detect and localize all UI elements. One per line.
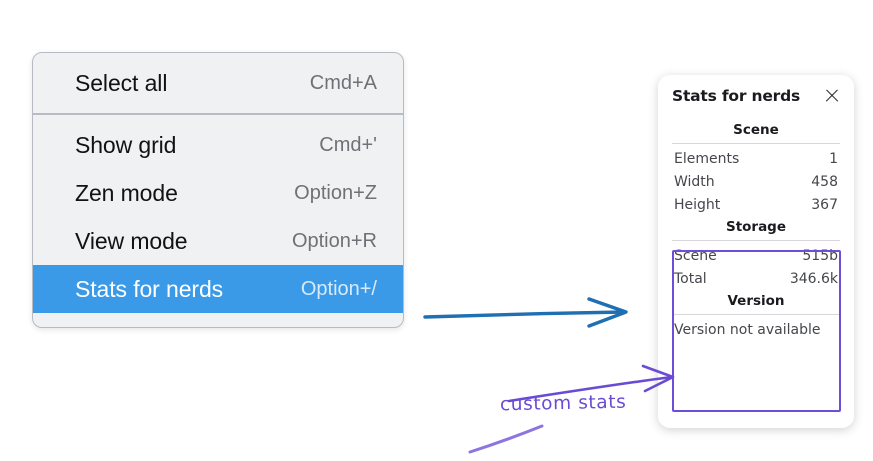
section-heading: Version bbox=[727, 293, 785, 309]
stat-key: Elements bbox=[674, 150, 740, 167]
menu-item-shortcut: Option+/ bbox=[300, 277, 377, 300]
menu-item-label: View mode bbox=[75, 227, 188, 254]
stat-value: 458 bbox=[811, 173, 838, 190]
menu-item-shortcut: Option+Z bbox=[294, 181, 377, 204]
blue-arrow bbox=[423, 297, 628, 328]
stat-value: 515b bbox=[802, 247, 838, 264]
stats-section-storage: Storage Scene 515b Total 346.6k bbox=[672, 216, 840, 290]
section-heading: Scene bbox=[733, 122, 779, 138]
stat-key: Height bbox=[674, 196, 721, 213]
stat-row: Total 346.6k bbox=[672, 267, 840, 290]
menu-item-zen-mode[interactable]: Zen mode Option+Z bbox=[33, 169, 403, 217]
stat-value: 346.6k bbox=[789, 270, 838, 287]
stat-row: Height 367 bbox=[672, 193, 840, 216]
section-divider bbox=[672, 240, 840, 241]
section-divider bbox=[672, 143, 840, 144]
context-menu[interactable]: Select all Cmd+A Show grid Cmd+' Zen mod… bbox=[32, 52, 404, 328]
close-icon[interactable] bbox=[824, 88, 840, 104]
menu-item-stats-for-nerds[interactable]: Stats for nerds Option+/ bbox=[33, 265, 403, 313]
menu-item-label: Stats for nerds bbox=[75, 275, 224, 302]
menu-group-1: Select all Cmd+A bbox=[33, 53, 403, 113]
section-heading: Storage bbox=[725, 219, 787, 235]
stat-value: 367 bbox=[811, 196, 838, 213]
stats-section-version: Version Version not available bbox=[672, 290, 840, 342]
stat-key: Total bbox=[674, 270, 707, 287]
menu-item-label: Select all bbox=[75, 69, 168, 96]
version-value: Version not available bbox=[674, 322, 821, 338]
stats-panel[interactable]: Stats for nerds Scene Elements 1 Width 4… bbox=[658, 75, 854, 428]
stat-value: 1 bbox=[829, 150, 838, 167]
menu-item-view-mode[interactable]: View mode Option+R bbox=[33, 217, 403, 265]
menu-item-label: Zen mode bbox=[75, 179, 178, 206]
stat-key: Width bbox=[674, 173, 715, 190]
menu-item-shortcut: Option+R bbox=[291, 229, 377, 252]
custom-stats-annotation: custom stats bbox=[499, 391, 627, 416]
menu-item-label: Show grid bbox=[75, 131, 177, 158]
stat-row: Scene 515b bbox=[672, 244, 840, 267]
stats-section-scene: Scene Elements 1 Width 458 Height 367 bbox=[672, 119, 840, 216]
menu-item-shortcut: Cmd+A bbox=[309, 71, 377, 94]
menu-item-shortcut: Cmd+' bbox=[319, 133, 377, 156]
menu-item-show-grid[interactable]: Show grid Cmd+' bbox=[33, 121, 403, 169]
stat-row: Width 458 bbox=[672, 170, 840, 193]
menu-group-2: Show grid Cmd+' Zen mode Option+Z View m… bbox=[33, 113, 403, 327]
menu-item-select-all[interactable]: Select all Cmd+A bbox=[33, 59, 403, 107]
purple-underline-stroke bbox=[468, 424, 544, 454]
stat-row: Elements 1 bbox=[672, 147, 840, 170]
section-divider bbox=[672, 314, 840, 315]
stats-panel-header: Stats for nerds bbox=[672, 87, 840, 105]
stats-panel-title: Stats for nerds bbox=[672, 87, 801, 105]
stat-key: Scene bbox=[674, 247, 717, 264]
